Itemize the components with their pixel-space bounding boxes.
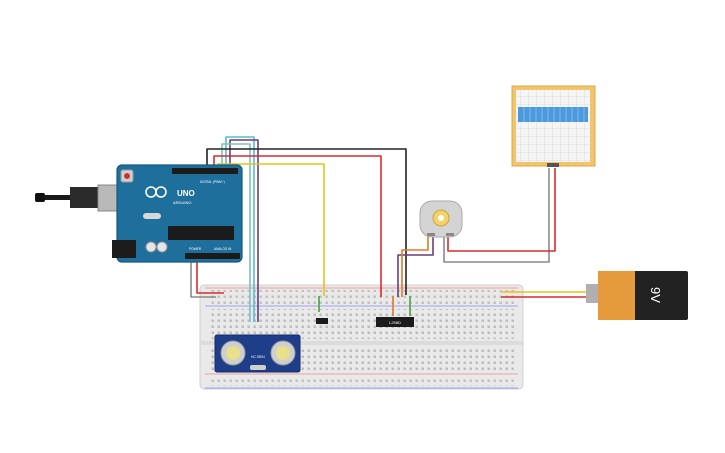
ultrasonic-label: HC-SR04 bbox=[251, 355, 265, 359]
wire-orange-motor bbox=[401, 236, 429, 297]
wire-gray-motor bbox=[443, 168, 550, 263]
arduino-brand: UNO bbox=[177, 189, 195, 198]
ultrasonic-sensor[interactable]: HC-SR04 bbox=[214, 334, 301, 373]
wire-red-driver bbox=[213, 155, 382, 297]
digital-header bbox=[172, 168, 238, 174]
arduino-logo-text: ARDUINO bbox=[173, 200, 191, 205]
arduino-logo-icon bbox=[145, 186, 167, 198]
battery-9v[interactable]: 9V bbox=[586, 271, 688, 320]
wire-red-motor bbox=[447, 168, 556, 252]
power-jack bbox=[112, 240, 136, 258]
battery-label: 9V bbox=[648, 287, 663, 303]
motor-driver-chip[interactable]: L298D bbox=[376, 317, 414, 327]
wire-teal bbox=[221, 143, 251, 322]
arduino-uno-board[interactable]: UNO ARDUINO DIGITAL (PWM~) POWER ANALOG … bbox=[35, 164, 243, 263]
analog-header-label: ANALOG IN bbox=[214, 247, 232, 251]
scope-waveform bbox=[518, 107, 588, 122]
digital-header-label: DIGITAL (PWM~) bbox=[200, 180, 225, 184]
wire-cyan-trig bbox=[225, 136, 255, 322]
usb-cable bbox=[35, 193, 45, 202]
power-analog-header bbox=[185, 253, 240, 259]
driver-chip-label: L298D bbox=[389, 320, 401, 325]
wires bbox=[190, 136, 590, 322]
wire-red-5v bbox=[196, 262, 224, 294]
breadboard-resistor[interactable] bbox=[316, 318, 328, 324]
wire-purple-motor bbox=[397, 233, 434, 297]
oscilloscope[interactable] bbox=[511, 85, 596, 167]
microcontroller-chip bbox=[168, 226, 234, 240]
power-header-label: POWER bbox=[189, 247, 202, 251]
wire-purple-echo bbox=[229, 139, 259, 322]
wire-black-gnd bbox=[206, 148, 407, 295]
dc-motor[interactable] bbox=[419, 200, 463, 238]
